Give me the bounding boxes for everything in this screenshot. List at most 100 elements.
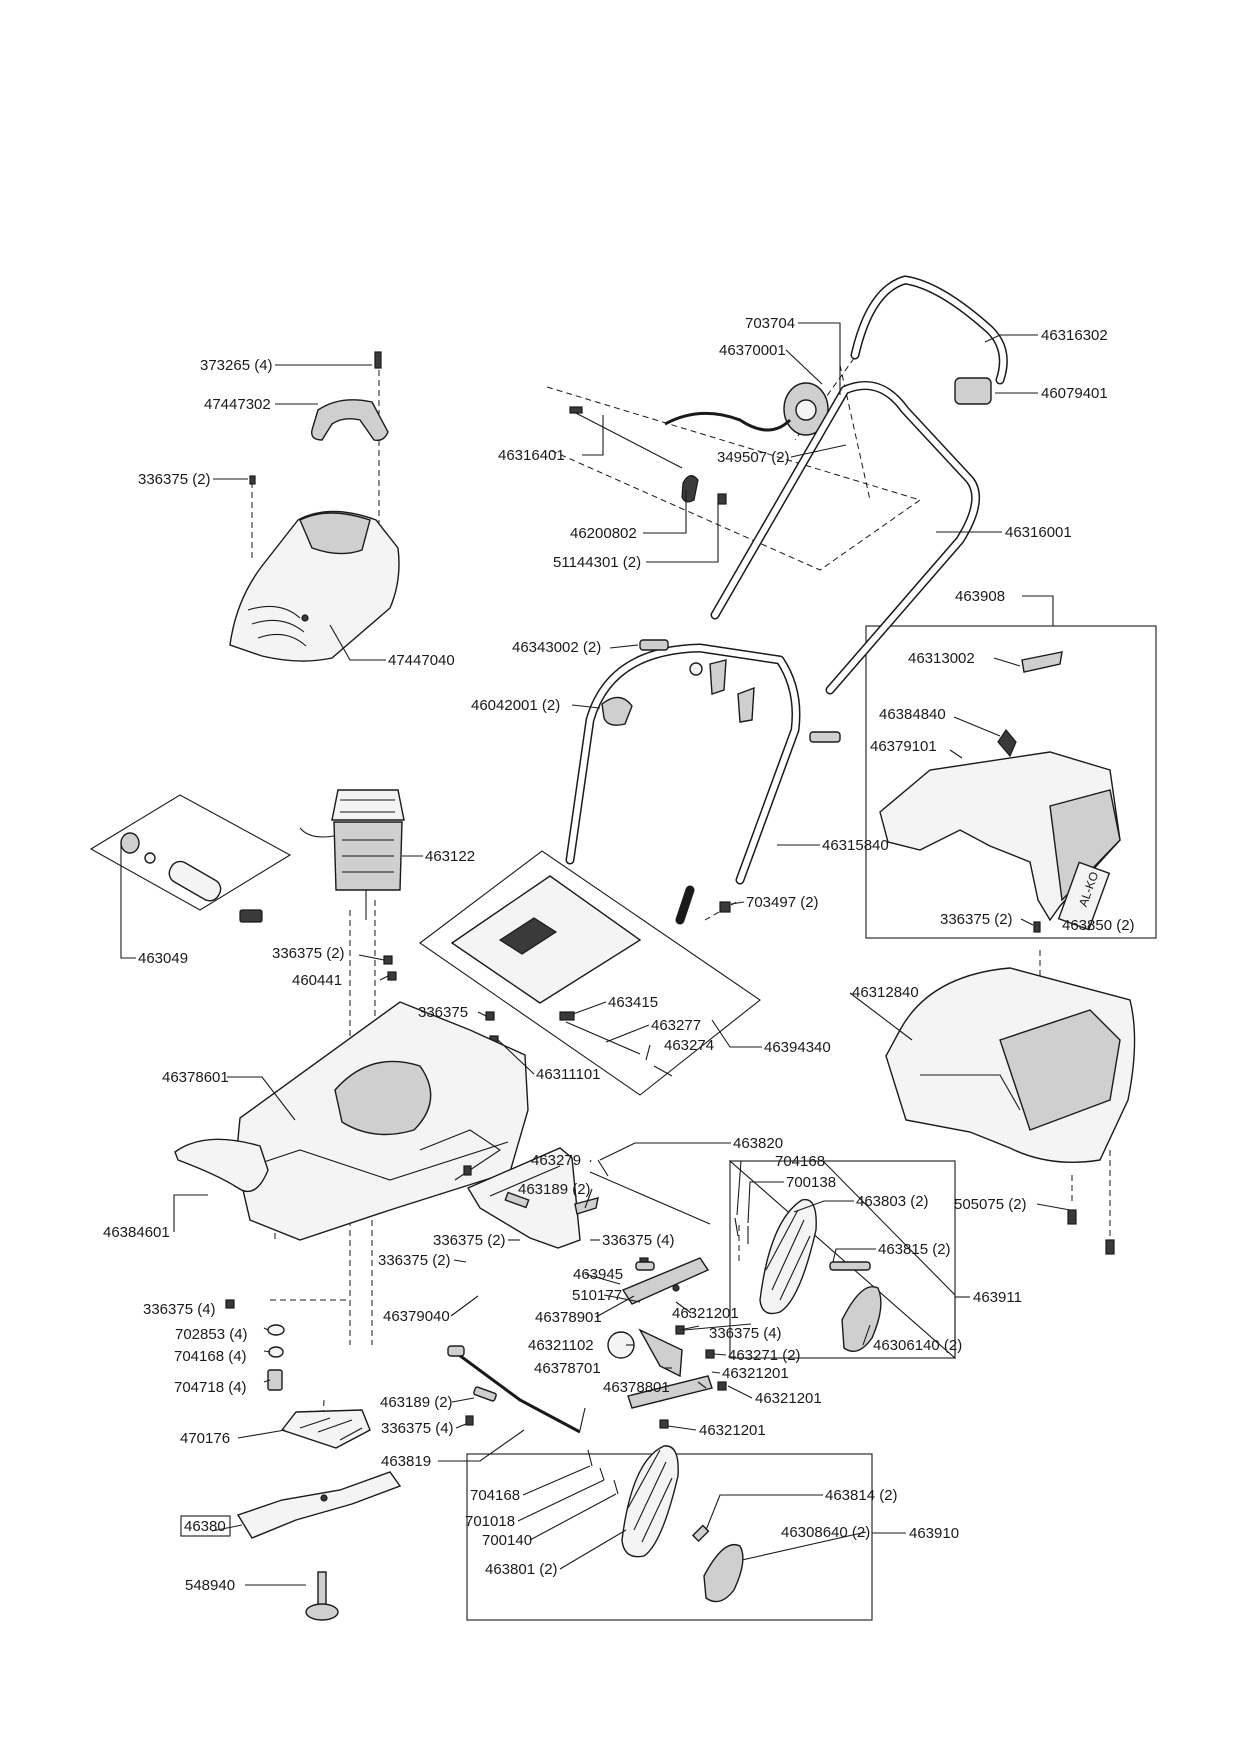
label-704718: 704718 (4)	[174, 1379, 247, 1396]
label-46316401: 46316401	[498, 447, 565, 464]
label-505075: 505075 (2)	[954, 1196, 1027, 1213]
label-46343002: 46343002 (2)	[512, 639, 601, 656]
label-703497: 703497 (2)	[746, 894, 819, 911]
blade-part	[236, 1471, 402, 1539]
front-wheel-part	[621, 1445, 679, 1558]
label-463415: 463415	[608, 994, 658, 1011]
label-336375-single: 336375	[418, 1004, 468, 1021]
label-463819: 463819	[381, 1453, 431, 1470]
label-46313002: 46313002	[908, 650, 975, 667]
label-463189-a: 463189 (2)	[518, 1181, 591, 1198]
label-336375-x4d: 336375 (4)	[381, 1420, 454, 1437]
label-463279: 463279	[531, 1152, 581, 1169]
cover-plate-part	[450, 875, 642, 1004]
label-46370001: 46370001	[719, 342, 786, 359]
box-46394340-cover-set	[419, 850, 761, 1096]
label-463815: 463815 (2)	[878, 1241, 951, 1258]
label-336375-x4a: 336375 (4)	[602, 1232, 675, 1249]
label-336375-guard: 336375 (2)	[378, 1252, 451, 1269]
label-702853: 702853 (4)	[175, 1326, 248, 1343]
label-701018: 701018	[465, 1513, 515, 1530]
label-46042001: 46042001 (2)	[471, 697, 560, 714]
label-46379101: 46379101	[870, 738, 937, 755]
label-704168-b: 704168 (4)	[174, 1348, 247, 1365]
box-463911-rear-wheel-set	[729, 1160, 956, 1359]
label-46200802: 46200802	[570, 525, 637, 542]
label-470176: 470176	[180, 1430, 230, 1447]
label-336375-grass: 336375 (2)	[940, 911, 1013, 928]
label-463911: 463911	[973, 1289, 1022, 1306]
label-704168-a: 704168	[775, 1153, 825, 1170]
label-46312840: 46312840	[852, 984, 919, 1001]
box-463049-cable-set	[89, 794, 292, 911]
alko-logo	[1057, 861, 1111, 931]
label-46321102: 46321102	[528, 1337, 594, 1354]
label-336375-x4c: 336375 (4)	[709, 1325, 782, 1342]
clamp-part	[954, 377, 992, 405]
label-700138: 700138	[786, 1174, 836, 1191]
label-46315840: 46315840	[822, 837, 889, 854]
motor-cover-top-part	[299, 512, 371, 555]
label-463910: 463910	[909, 1525, 959, 1542]
label-336375-x4b: 336375 (4)	[143, 1301, 216, 1318]
box-463908-grass-catcher-lid	[865, 625, 1157, 939]
label-463122: 463122	[425, 848, 475, 865]
label-46379040: 46379040	[383, 1308, 450, 1325]
label-463850: 463850 (2)	[1062, 917, 1135, 934]
label-700140: 700140	[482, 1532, 532, 1549]
label-463277: 463277	[651, 1017, 701, 1034]
label-46311101: 46311101	[536, 1066, 601, 1083]
carry-handle-part	[311, 399, 389, 442]
label-46321201-a: 46321201	[672, 1305, 739, 1322]
part-labels: 373265 (4) 47447302 336375 (2) 47447040 …	[103, 315, 1135, 1594]
label-46079401: 46079401	[1041, 385, 1108, 402]
leader-lines	[120, 322, 1071, 1586]
label-46316302: 46316302	[1041, 327, 1108, 344]
label-336375-motor: 336375 (2)	[272, 945, 345, 962]
motor-fan-part	[331, 789, 405, 821]
label-463908: 463908	[955, 588, 1005, 605]
rear-hubcap-part	[841, 1286, 882, 1352]
label-46316001: 46316001	[1005, 524, 1072, 541]
label-548940: 548940	[185, 1577, 235, 1594]
label-46378701: 46378701	[534, 1360, 601, 1377]
rear-wheel-part	[759, 1198, 817, 1315]
screw-part-top	[249, 475, 256, 485]
label-46380-frame	[180, 1515, 231, 1537]
front-hubcap-part	[703, 1544, 744, 1603]
label-463814: 463814 (2)	[825, 1487, 898, 1504]
label-349507: 349507 (2)	[717, 449, 790, 466]
label-704168-c: 704168	[470, 1487, 520, 1504]
label-460441: 460441	[292, 972, 342, 989]
label-46378901: 46378901	[535, 1309, 602, 1326]
label-46384601: 46384601	[103, 1224, 170, 1241]
label-463189-b: 463189 (2)	[380, 1394, 453, 1411]
label-703704: 703704	[745, 315, 795, 332]
label-46384840: 46384840	[879, 706, 946, 723]
label-463801: 463801 (2)	[485, 1561, 558, 1578]
label-463820: 463820	[733, 1135, 783, 1152]
label-463271: 463271 (2)	[728, 1347, 801, 1364]
label-46394340: 46394340	[764, 1039, 831, 1056]
label-46308640: 46308640 (2)	[781, 1524, 870, 1541]
label-336375-base: 336375 (2)	[433, 1232, 506, 1249]
parts	[120, 275, 1136, 1621]
label-373265: 373265 (4)	[200, 357, 273, 374]
label-463945: 463945	[573, 1266, 623, 1283]
pin-part	[374, 351, 382, 369]
label-463049: 463049	[138, 950, 188, 967]
label-46321201-b: 46321201	[722, 1365, 789, 1382]
label-463803: 463803 (2)	[856, 1193, 929, 1210]
label-336375-top: 336375 (2)	[138, 471, 211, 488]
label-46380: 46380	[184, 1518, 226, 1535]
label-47447302: 47447302	[204, 396, 271, 413]
label-46306140: 46306140 (2)	[873, 1337, 962, 1354]
label-463274: 463274	[664, 1037, 714, 1054]
label-510177: 510177	[572, 1287, 622, 1304]
label-47447040: 47447040	[388, 652, 455, 669]
label-46321201-d: 46321201	[699, 1422, 766, 1439]
label-46321201-c: 46321201	[755, 1390, 822, 1407]
label-51144301: 51144301 (2)	[553, 554, 641, 571]
label-46378601: 46378601	[162, 1069, 229, 1086]
